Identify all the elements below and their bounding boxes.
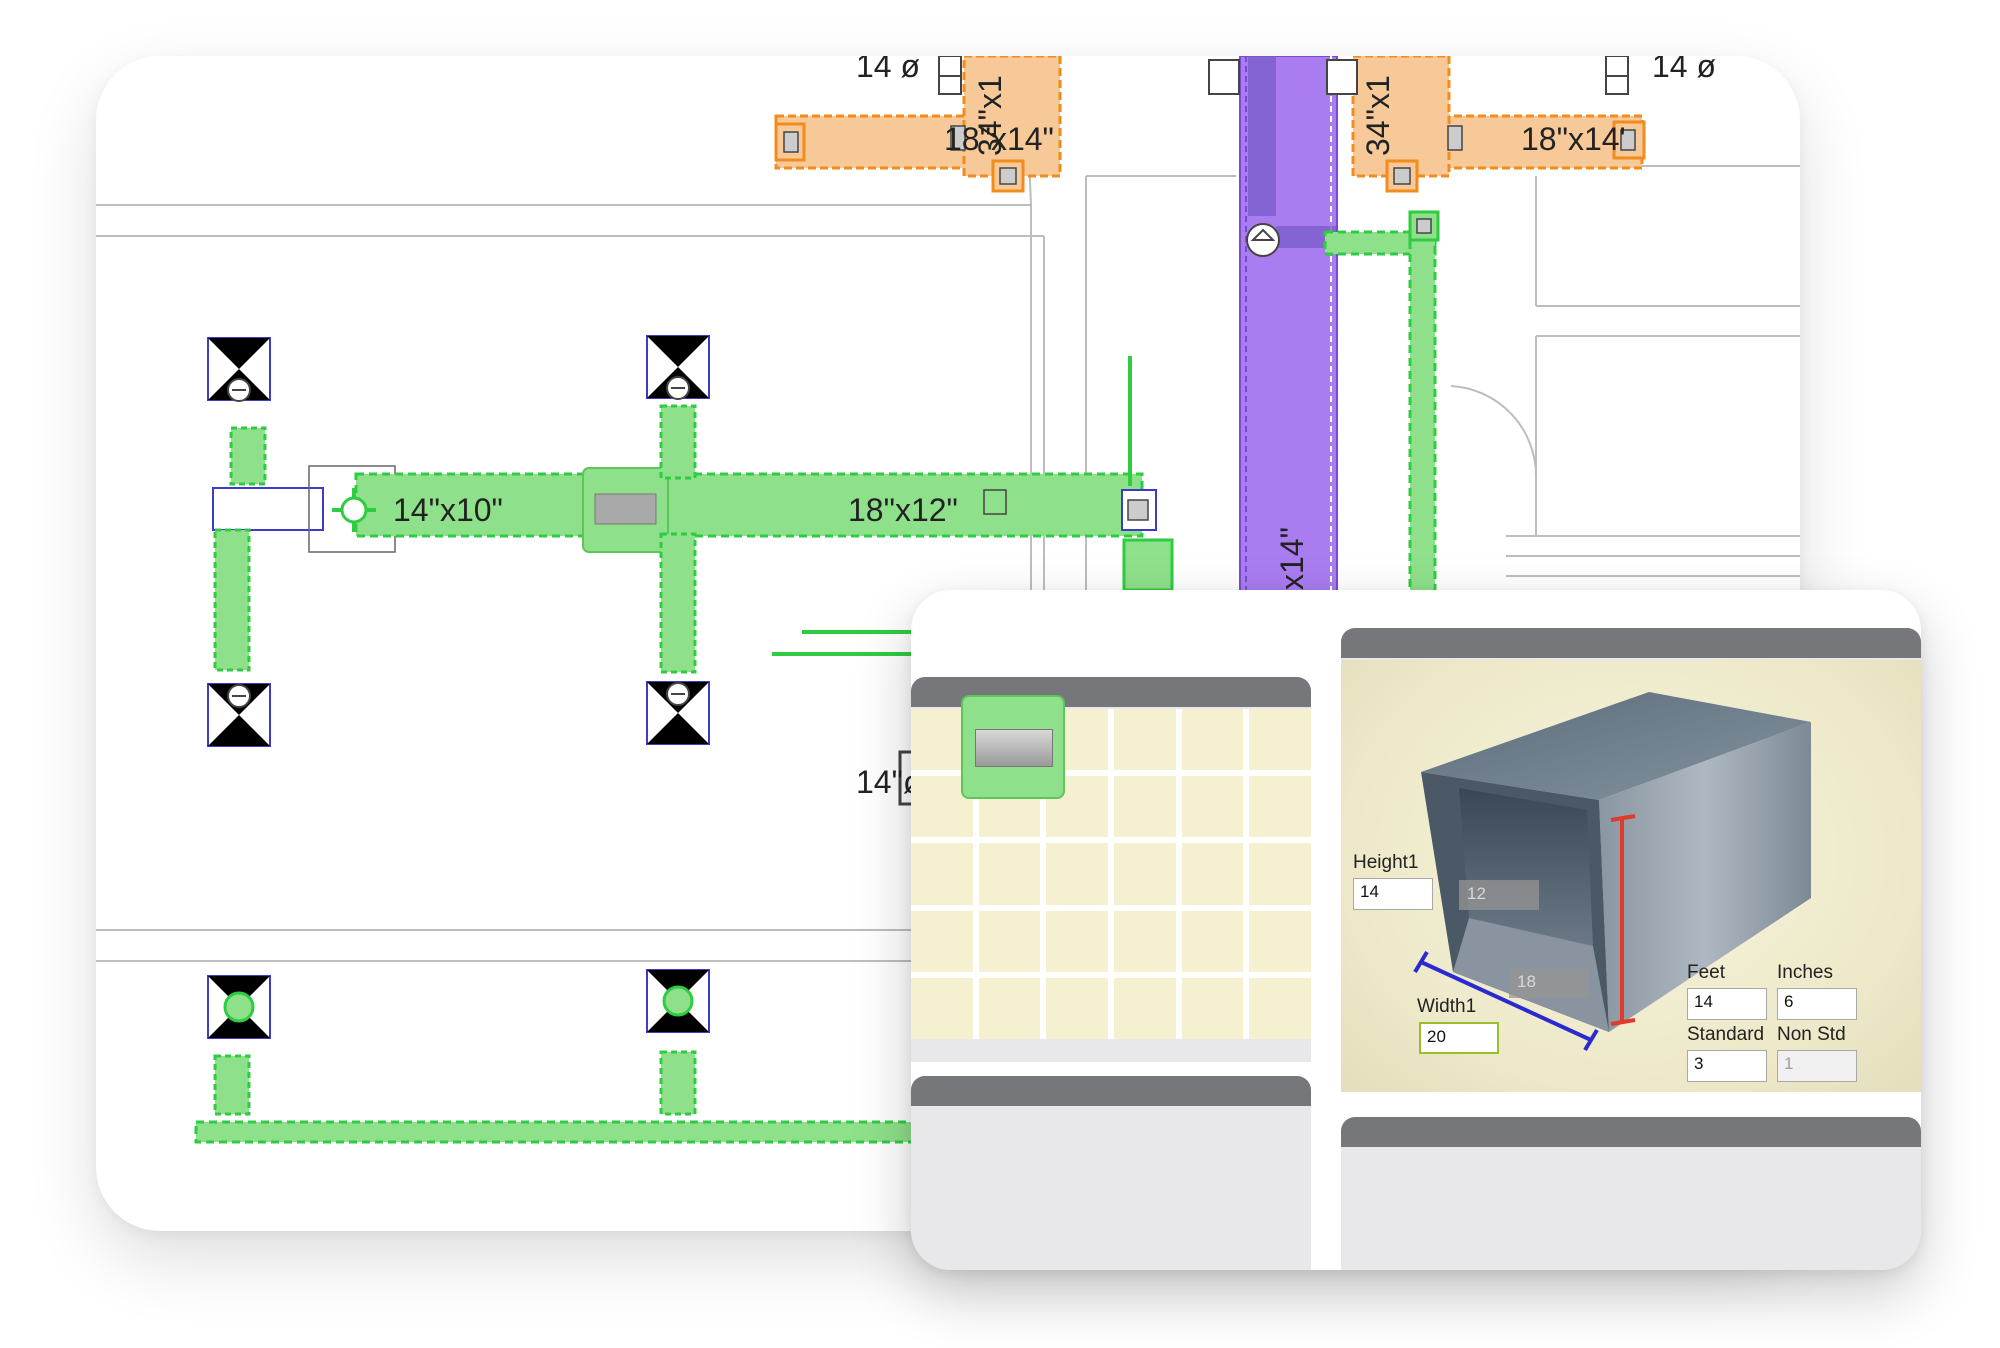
diffuser-mid-center	[646, 681, 710, 745]
viewer-header	[1341, 628, 1921, 658]
duct-label-round-left: 14 ø	[856, 56, 921, 84]
duct-label-orange-vertical-left: 34"x1	[972, 75, 1008, 156]
diffusers[interactable]	[207, 335, 710, 1039]
top-fittings	[938, 56, 1629, 95]
width-label: Width1	[1417, 996, 1477, 1017]
duct-label-branch: 14"x10"	[393, 492, 503, 528]
palette-cell[interactable]	[978, 843, 1041, 905]
palette-cell[interactable]	[1249, 977, 1311, 1039]
inner-width-field[interactable]: 18	[1509, 968, 1589, 998]
feet-label: Feet	[1687, 962, 1726, 983]
fitting-palette-panel	[911, 677, 1311, 1062]
duct-label-orange-vertical-right: 34"x1	[1360, 75, 1396, 156]
palette-cell[interactable]	[1114, 776, 1176, 838]
inches-field[interactable]: 6	[1777, 988, 1857, 1020]
palette-cell[interactable]	[1046, 843, 1108, 905]
duct-3d-viewer[interactable]: Height1 14 12 18 Width1 20 Feet 14 Inche…	[1341, 660, 1921, 1092]
rectangular-duct-icon[interactable]	[961, 695, 1065, 799]
bottom-right-panel	[1341, 1117, 1921, 1270]
duct-label-purple: x14"	[1274, 527, 1310, 590]
duct-3d-viewer-panel: Height1 14 12 18 Width1 20 Feet 14 Inche…	[1341, 628, 1921, 1092]
duct-label-round-right: 14 ø	[1652, 56, 1717, 84]
bottom-left-panel	[911, 1076, 1311, 1270]
duct-label-trunk: 18"x12"	[848, 492, 958, 528]
feet-field[interactable]: 14	[1687, 988, 1767, 1020]
palette-cell[interactable]	[1181, 843, 1244, 905]
palette-cell[interactable]	[1046, 977, 1108, 1039]
diffuser-bottom-mid	[646, 969, 710, 1033]
palette-cell[interactable]	[1114, 910, 1176, 972]
bottom-left-header	[911, 1076, 1311, 1106]
palette-cell[interactable]	[1249, 776, 1311, 838]
palette-cell[interactable]	[1181, 776, 1244, 838]
inches-label: Inches	[1777, 962, 1833, 983]
orange-return-left[interactable]	[774, 56, 1062, 193]
purple-main-duct[interactable]	[1239, 56, 1338, 597]
palette-grid	[911, 709, 1311, 1039]
height-label: Height1	[1353, 852, 1419, 873]
palette-cell[interactable]	[978, 910, 1041, 972]
inner-height-field[interactable]: 12	[1459, 880, 1539, 910]
nonstd-field: 1	[1777, 1050, 1857, 1082]
palette-cell[interactable]	[1249, 910, 1311, 972]
standard-field[interactable]: 3	[1687, 1050, 1767, 1082]
bottom-right-header	[1341, 1117, 1921, 1147]
palette-cell[interactable]	[1046, 910, 1108, 972]
palette-cell[interactable]	[978, 977, 1041, 1039]
diffuser-mid-left	[207, 683, 271, 747]
width-field[interactable]: 20	[1419, 1022, 1499, 1054]
palette-cell[interactable]	[1181, 977, 1244, 1039]
palette-cell[interactable]	[1114, 709, 1176, 771]
palette-cell[interactable]	[1114, 843, 1176, 905]
palette-cell[interactable]	[1181, 709, 1244, 771]
duct-label-orange-right: 18"x14'	[1521, 121, 1626, 157]
standard-label: Standard	[1687, 1024, 1765, 1045]
palette-cell[interactable]	[1114, 977, 1176, 1039]
duct-label-orange-left: 18"x14"	[944, 121, 1054, 157]
nonstd-label: Non Std	[1777, 1024, 1846, 1045]
diffuser-top-left	[207, 337, 271, 402]
diffuser-top-mid	[646, 335, 710, 400]
palette-cell[interactable]	[911, 977, 973, 1039]
palette-cell[interactable]	[911, 910, 973, 972]
palette-cell[interactable]	[1249, 709, 1311, 771]
duct-editor-window: Height1 14 12 18 Width1 20 Feet 14 Inche…	[911, 590, 1921, 1270]
palette-cell[interactable]	[1249, 843, 1311, 905]
orange-return-right[interactable]	[1351, 56, 1646, 193]
palette-cell[interactable]	[911, 843, 973, 905]
height-field[interactable]: 14	[1353, 878, 1433, 910]
diffuser-bottom-left	[207, 975, 271, 1039]
palette-cell[interactable]	[1181, 910, 1244, 972]
